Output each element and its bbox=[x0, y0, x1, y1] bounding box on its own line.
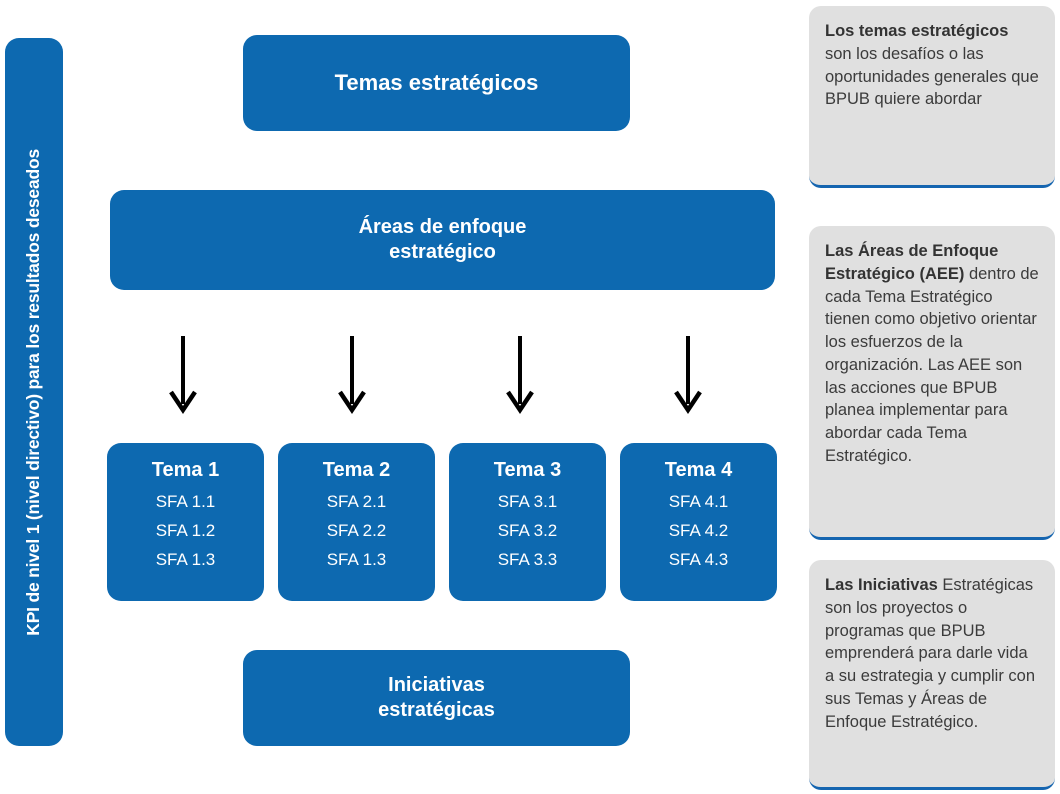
tema-card-title: Tema 4 bbox=[664, 459, 733, 481]
tema-card-sfa-item: SFA 1.3 bbox=[326, 550, 387, 570]
tema-card-sfa-item: SFA 3.1 bbox=[497, 492, 558, 511]
tema-card-sfa-item: SFA 4.2 bbox=[668, 521, 729, 541]
arrow-down-icon bbox=[506, 336, 534, 415]
iniciativas-label-line2: estratégicas bbox=[378, 699, 495, 721]
tema-card: Tema 2 SFA 2.1 SFA 2.2 SFA 1.3 bbox=[278, 443, 435, 601]
areas-enfoque-text-group: Áreas de enfoque estratégico bbox=[359, 215, 527, 265]
tema-card-sfa-item: SFA 2.2 bbox=[326, 521, 387, 541]
tema-card-title: Tema 2 bbox=[322, 459, 391, 481]
iniciativas-label-line1: Iniciativas bbox=[388, 674, 485, 696]
iniciativas-text-group: Iniciativas estratégicas bbox=[378, 673, 495, 723]
info-panel-heading: Las Áreas de Enfoque Estratégico (AEE) bbox=[825, 242, 999, 283]
kpi-sidebar-label: KPI de nivel 1 (nivel directivo) para lo… bbox=[23, 148, 44, 636]
arrow-down-icon bbox=[674, 336, 702, 415]
tema-card: Tema 1 SFA 1.1 SFA 1.2 SFA 1.3 bbox=[107, 443, 264, 601]
tema-card-sfa-item: SFA 3.3 bbox=[497, 550, 558, 570]
tema-card-title: Tema 3 bbox=[493, 459, 562, 481]
areas-enfoque-estrategico-box: Áreas de enfoque estratégico bbox=[110, 190, 775, 290]
tema-card-sfa-item: SFA 2.1 bbox=[326, 492, 387, 511]
iniciativas-estrategicas-box: Iniciativas estratégicas bbox=[243, 650, 630, 746]
tema-card: Tema 3 SFA 3.1 SFA 3.2 SFA 3.3 bbox=[449, 443, 606, 601]
tema-card-sfa-item: SFA 1.2 bbox=[155, 521, 216, 541]
tema-cards-row: Tema 1 SFA 1.1 SFA 1.2 SFA 1.3 Tema 2 SF… bbox=[107, 443, 777, 601]
info-panel-heading: Los temas estratégicos bbox=[825, 22, 1009, 40]
info-panel-body: dentro de cada Tema Estratégico tienen c… bbox=[825, 264, 1039, 465]
tema-card-sfa-item: SFA 4.1 bbox=[668, 492, 729, 511]
arrows-group bbox=[0, 334, 800, 416]
tema-card-title: Tema 1 bbox=[151, 459, 220, 481]
tema-card: Tema 4 SFA 4.1 SFA 4.2 SFA 4.3 bbox=[620, 443, 777, 601]
temas-estrategicos-label: Temas estratégicos bbox=[334, 70, 539, 95]
arrow-down-icon bbox=[169, 336, 197, 415]
info-panel-body: son los desafíos o las oportunidades gen… bbox=[825, 44, 1039, 109]
info-panel-heading: Las Iniciativas bbox=[825, 576, 938, 594]
kpi-sidebar: KPI de nivel 1 (nivel directivo) para lo… bbox=[5, 38, 63, 746]
tema-card-sfa-item: SFA 4.3 bbox=[668, 550, 729, 570]
tema-card-sfa-item: SFA 3.2 bbox=[497, 521, 558, 541]
temas-estrategicos-box: Temas estratégicos bbox=[243, 35, 630, 131]
arrow-down-icon bbox=[338, 336, 366, 415]
info-panel-temas: Los temas estratégicos son los desafíos … bbox=[809, 6, 1055, 188]
areas-enfoque-label-line2: estratégico bbox=[389, 241, 496, 263]
info-panel-body: Estratégicas son los proyectos o program… bbox=[825, 576, 1036, 731]
tema-card-sfa-item: SFA 1.1 bbox=[155, 492, 216, 511]
areas-enfoque-label-line1: Áreas de enfoque bbox=[358, 216, 527, 238]
info-panel-iniciativas: Las Iniciativas Estratégicas son los pro… bbox=[809, 560, 1055, 790]
tema-card-sfa-item: SFA 1.3 bbox=[155, 550, 216, 570]
info-panel-areas-enfoque: Las Áreas de Enfoque Estratégico (AEE) d… bbox=[809, 226, 1055, 540]
